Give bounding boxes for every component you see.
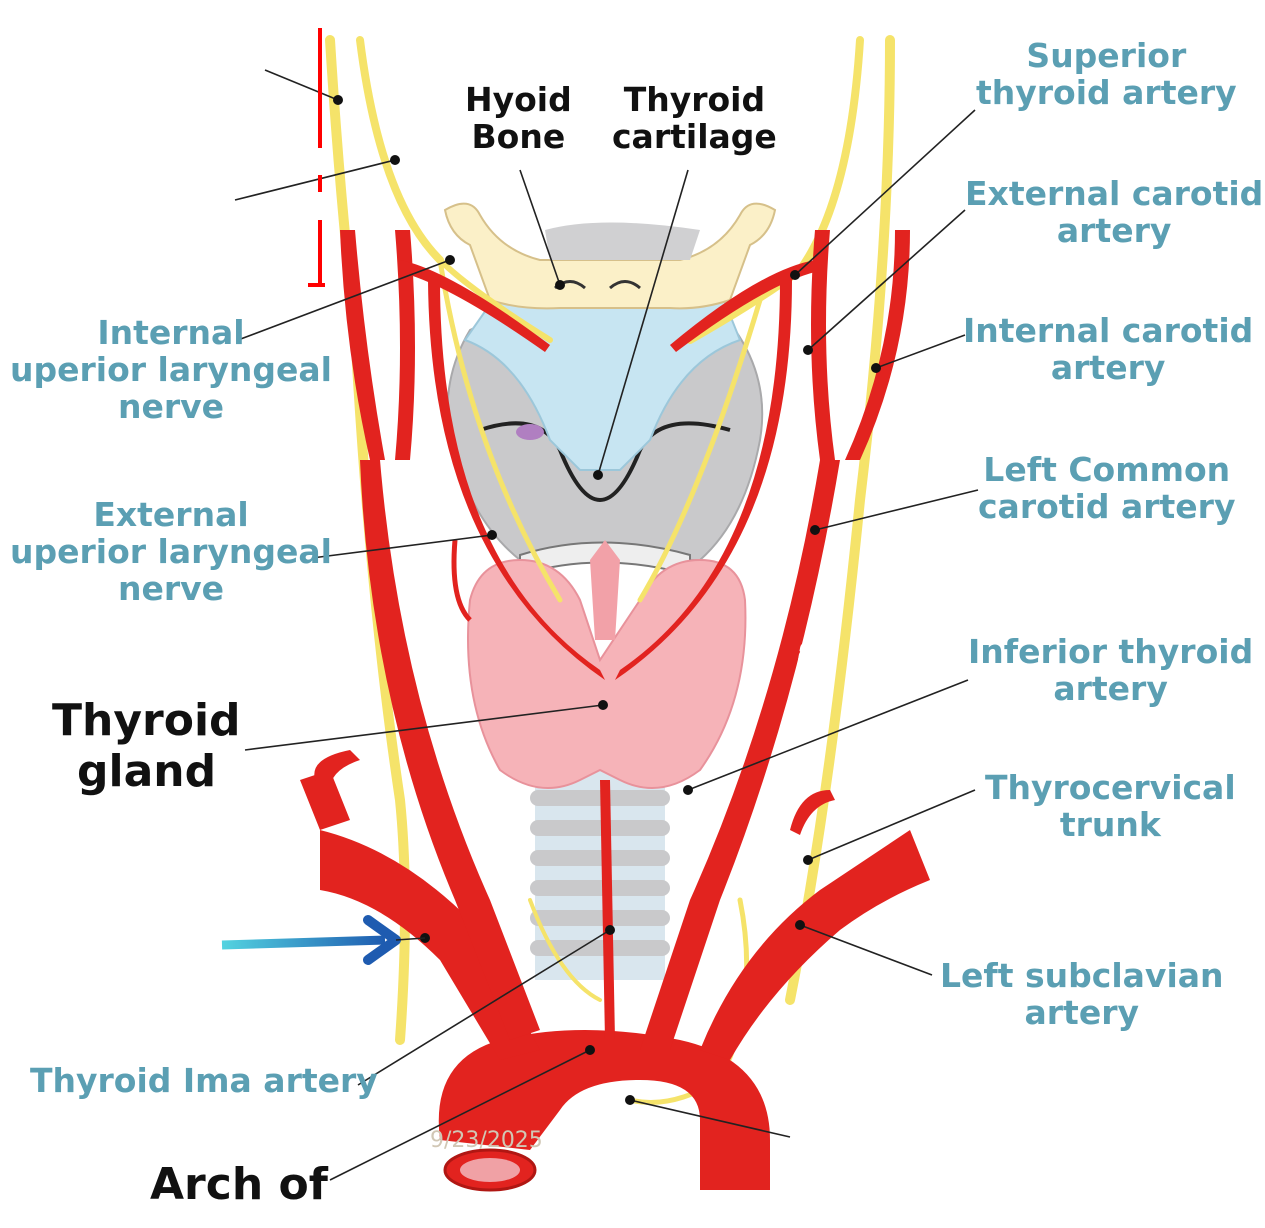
- pyramidal-lobe: [590, 540, 620, 640]
- hyoid-bone: [443, 202, 777, 310]
- blue-arrow: [221, 915, 426, 965]
- red-dashed-marker: [308, 28, 325, 287]
- leader-lines: [234, 69, 979, 1181]
- epiglottis: [545, 222, 700, 260]
- label-thyroid-ima-artery: Thyroid Ima artery: [30, 1061, 378, 1100]
- trachea: [530, 770, 670, 980]
- arch-of-aorta: [438, 1030, 770, 1190]
- leader-dots: [333, 95, 881, 1105]
- arteries: [300, 230, 930, 1192]
- cartilage-dot: [516, 424, 544, 440]
- label-arch-of-aorta: Arch of: [150, 1159, 328, 1210]
- slide-date: 9/23/2025: [430, 1128, 543, 1153]
